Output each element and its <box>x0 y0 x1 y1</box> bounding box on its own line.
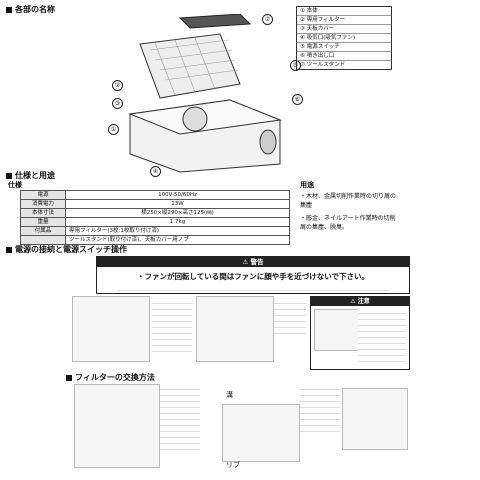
product-illustration <box>128 14 282 173</box>
power-note-2 <box>274 298 306 338</box>
power-illustration-2 <box>196 296 274 362</box>
parts-legend: ① 本体 ② 専用フィルター ③ 天板カバー ④ 吸気口(吸気ファン) ⑤ 電源… <box>296 6 392 70</box>
bullet-square-icon <box>66 374 72 381</box>
warning-subtext <box>117 285 389 291</box>
legend-item: ① 本体 <box>297 7 391 16</box>
callout-4: ④ <box>150 166 161 177</box>
legend-item: ⑤ 電源スイッチ <box>297 43 391 52</box>
callout-5: ⑤ <box>290 60 301 71</box>
legend-item: ② 専用フィルター <box>297 16 391 25</box>
callout-7: ⑦ <box>262 14 273 25</box>
uses-heading: 用途 <box>300 181 314 189</box>
caution-note <box>358 308 406 366</box>
legend-item: ③ 天板カバー <box>297 25 391 34</box>
filter-note-1 <box>160 384 200 454</box>
rib-label: リブ <box>226 461 240 469</box>
use-item: ・彫金、ネイルアート作業時の切削屑の集塵、脱臭。 <box>300 215 396 231</box>
use-item: ・木材、金属切削作業時の切り屑の集塵 <box>300 193 397 209</box>
filter-section-title: フィルターの交換方法 <box>66 372 155 383</box>
callout-1: ① <box>108 124 119 135</box>
filter-illustration-1 <box>74 384 160 468</box>
power-illustration-1 <box>72 296 150 362</box>
power-note-1 <box>152 298 192 356</box>
caution-bar: ⚠ 注意 <box>311 297 409 306</box>
legend-item: ⑦ ツールスタンド <box>300 62 346 68</box>
filter-note-2 <box>300 384 340 434</box>
callout-2: ② <box>112 80 123 91</box>
warning-box: ⚠ 警告 ・ファンが回転している間はファンに顔や手を近づけないで下さい。 <box>96 256 410 294</box>
specs-section-title: 仕様と用途 <box>6 170 55 181</box>
callout-3: ③ <box>112 98 123 109</box>
specs-heading: 仕様 <box>8 181 22 189</box>
bullet-square-icon <box>6 172 12 179</box>
legend-item: ④ 吸気口(吸気ファン) <box>297 34 391 43</box>
bullet-square-icon <box>6 246 12 253</box>
legend-item: ⑥ 噴き出し口 <box>297 52 391 61</box>
filter-illustration-3 <box>342 388 408 450</box>
groove-label: 溝 <box>226 391 233 399</box>
callout-6: ⑥ <box>292 94 303 105</box>
bullet-square-icon <box>6 6 12 13</box>
power-section-title: 電源の接続と電源スイッチ操作 <box>6 244 127 255</box>
filter-illustration-2 <box>222 404 300 462</box>
warning-bar: ⚠ 警告 <box>97 257 409 267</box>
warning-text: ・ファンが回転している間はファンに顔や手を近づけないで下さい。 <box>136 272 370 281</box>
parts-section-title: 各部の名称 <box>6 4 55 15</box>
uses-list: ・木材、金属切削作業時の切り屑の集塵 ・彫金、ネイルアート作業時の切削屑の集塵、… <box>300 192 400 232</box>
caution-illustration <box>314 309 360 351</box>
